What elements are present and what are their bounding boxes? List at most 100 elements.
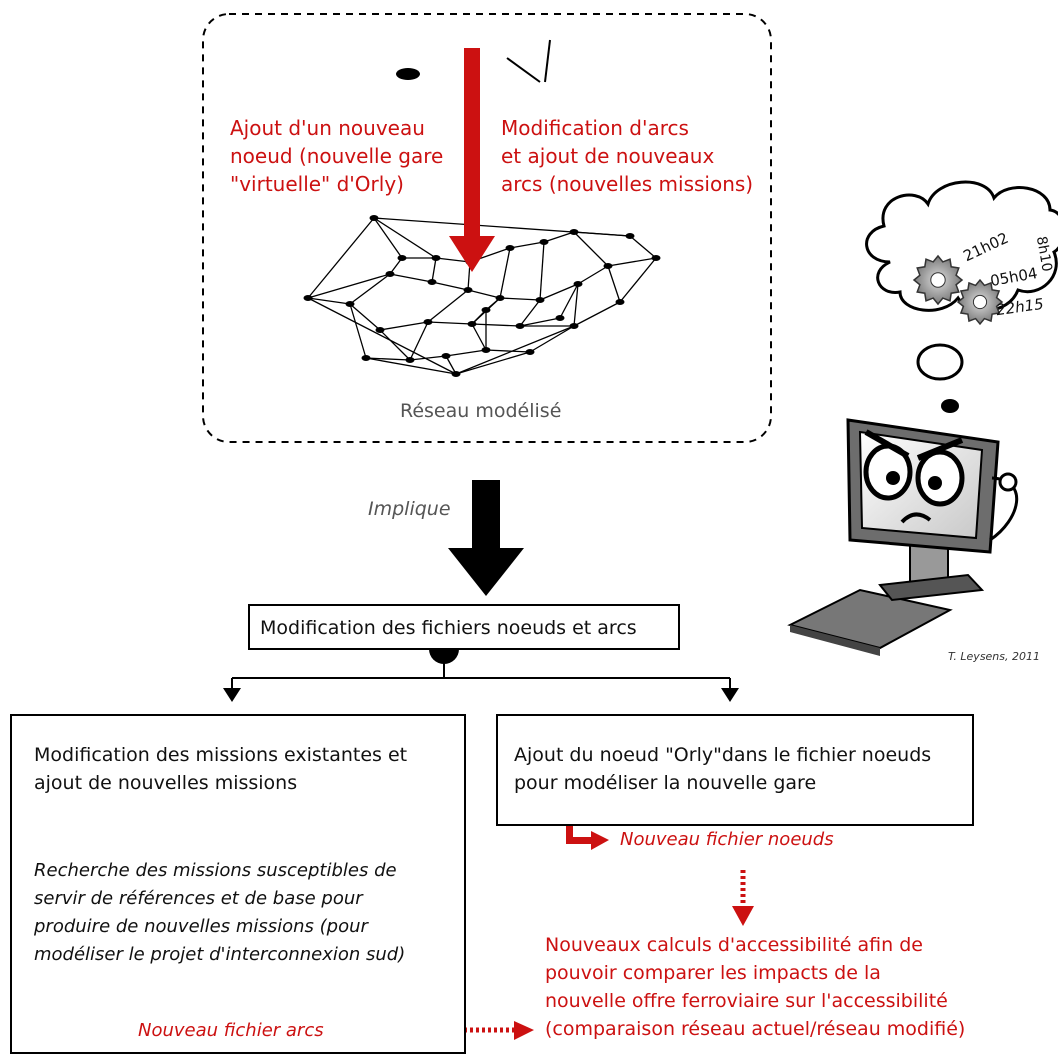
network-arc <box>629 235 657 259</box>
network-arc <box>409 321 429 361</box>
network-node <box>361 355 371 361</box>
implies-arrow <box>448 480 524 596</box>
result-line: Nouveaux calculs d'accessibilité afin de <box>545 934 923 956</box>
implies-label: Implique <box>368 498 451 520</box>
label-new-node-line: Ajout d'un nouveau <box>230 116 425 140</box>
network-node <box>603 263 613 269</box>
network-arc <box>379 321 429 331</box>
network-node <box>481 347 491 353</box>
network-arc <box>467 289 501 299</box>
network-node <box>539 239 549 245</box>
network-arc <box>379 329 411 361</box>
network-arc <box>577 265 609 285</box>
network-node <box>555 315 565 321</box>
network-caption: Réseau modélisé <box>400 400 562 422</box>
network-arc <box>349 273 391 305</box>
network-arc <box>573 231 609 267</box>
result-line: (comparaison réseau actuel/réseau modifi… <box>545 1018 966 1040</box>
network-arc <box>539 241 545 301</box>
network-node <box>535 297 545 303</box>
network-node <box>463 287 473 293</box>
network-arc <box>559 283 579 319</box>
network-node <box>573 281 583 287</box>
network-node <box>441 353 451 359</box>
network-node <box>423 319 433 325</box>
network-arc <box>539 283 579 301</box>
network-arc <box>349 303 381 331</box>
central-box: Modification des fichiers noeuds et arcs <box>248 604 680 650</box>
branch-arrow-right <box>721 688 739 702</box>
right-box: Ajout du noeud "Orly"dans le fichier noe… <box>496 714 974 826</box>
credit-label: T. Leysens, 2011 <box>948 650 1041 663</box>
gear-hub-icon <box>972 294 988 310</box>
network-arc <box>365 357 411 361</box>
right-box-heading: pour modéliser la nouvelle gare <box>514 772 817 794</box>
network-arc <box>307 273 391 299</box>
network-node <box>481 307 491 313</box>
network-arc <box>607 257 657 267</box>
network-arc <box>455 325 575 375</box>
network-arc <box>529 325 575 353</box>
network-arc <box>543 231 575 243</box>
central-box-label: Modification des fichiers noeuds et arcs <box>260 617 637 639</box>
result-line: nouvelle offre ferroviaire sur l'accessi… <box>545 990 948 1012</box>
network-arc <box>435 257 471 263</box>
network-arc <box>307 297 351 305</box>
network-arc <box>573 283 579 327</box>
network-arc <box>519 299 541 327</box>
result-line: pouvoir comparer les impacts de la <box>545 962 881 984</box>
left-box-detail: servir de références et de base pour <box>34 888 363 909</box>
label-arcs-line: et ajout de nouveaux <box>501 144 715 168</box>
network-arc <box>471 323 521 327</box>
network-node <box>405 357 415 363</box>
output-noeuds-label: Nouveau fichier noeuds <box>620 829 834 850</box>
network-node <box>431 255 441 261</box>
label-arcs-line: arcs (nouvelles missions) <box>501 172 754 196</box>
network-node <box>345 301 355 307</box>
label-arcs-line: Modification d'arcs <box>501 116 689 140</box>
right-box-heading: Ajout du noeud "Orly"dans le fichier noe… <box>514 744 932 766</box>
network-arc <box>509 241 545 249</box>
branch-arrow-left <box>223 688 241 702</box>
network-arc <box>409 355 447 361</box>
network-arc <box>373 217 403 259</box>
network-arc <box>607 265 621 303</box>
angry-computer-icon <box>787 418 1019 656</box>
network-node <box>625 233 635 239</box>
left-box-detail: modéliser le projet d'interconnexion sud… <box>34 944 406 965</box>
network-node <box>369 215 379 221</box>
network-arc <box>365 357 457 375</box>
thought-bubbles <box>916 343 964 413</box>
network-arc <box>573 301 621 327</box>
network-node <box>467 321 477 327</box>
network-node <box>303 295 313 301</box>
red-insert-arrow <box>449 48 495 272</box>
network-arc <box>389 273 433 283</box>
left-box-heading: Modification des missions existantes et <box>34 744 408 766</box>
network-node <box>375 327 385 333</box>
network-arc <box>307 297 457 375</box>
network-node <box>651 255 661 261</box>
network-arc <box>619 257 657 303</box>
network-arc <box>431 257 437 283</box>
network-arc <box>427 321 473 325</box>
network-node <box>505 245 515 251</box>
network-node <box>495 295 505 301</box>
left-box: Modification des missions existantes et … <box>10 714 466 1054</box>
network-arc <box>427 289 469 323</box>
gear-hub-icon <box>930 272 946 288</box>
network-node <box>397 255 407 261</box>
label-new-node-line: noeud (nouvelle gare <box>230 144 444 168</box>
output-arcs-label: Nouveau fichier arcs <box>138 1020 324 1041</box>
network-arc <box>431 281 469 291</box>
network-arc <box>455 351 531 375</box>
network-arc <box>519 317 561 327</box>
node-symbol <box>396 68 420 80</box>
network-node <box>615 299 625 305</box>
arc-symbol <box>506 39 551 83</box>
label-new-node-line: "virtuelle" d'Orly) <box>230 172 404 196</box>
network-arc <box>445 349 487 357</box>
network-arc <box>499 247 511 299</box>
gears-icon <box>912 254 1004 326</box>
